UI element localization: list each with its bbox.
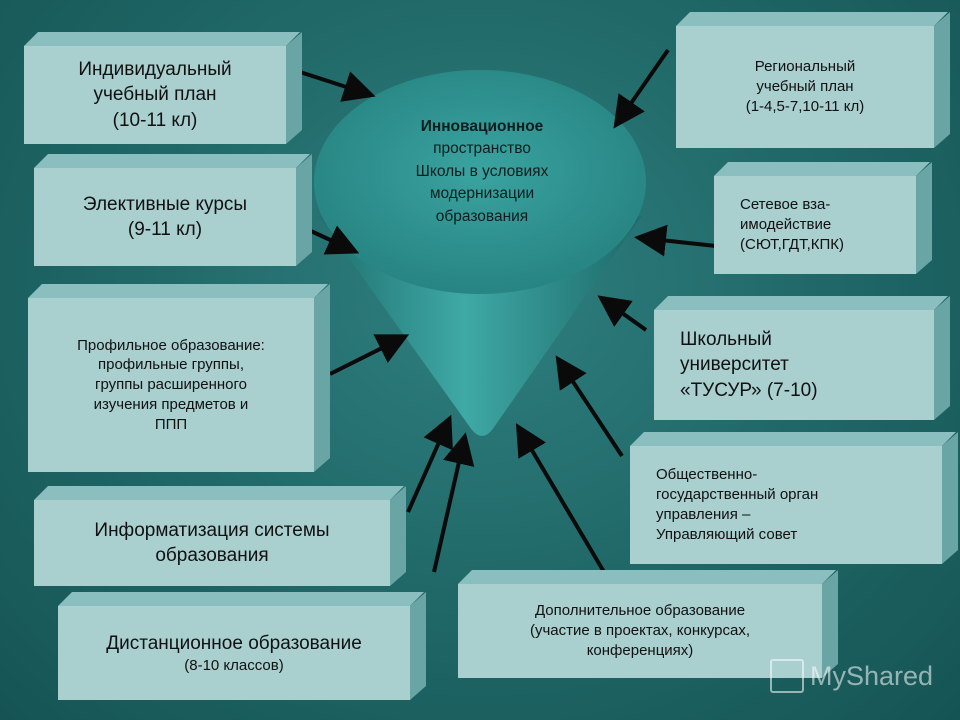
box-informatization-line-2: образования	[155, 545, 269, 566]
box-university-side-edge	[934, 296, 950, 420]
box-profile: Профильное образование: профильные группы…	[28, 298, 314, 472]
box-individual-line-2: учебный план	[93, 84, 217, 106]
watermark-text: MyShared	[810, 660, 934, 691]
box-council-line-1: Общественно-	[656, 466, 758, 484]
arrow-council	[555, 355, 624, 458]
box-elective-top-edge	[34, 154, 310, 168]
arrow-distance	[432, 432, 475, 573]
box-elective-line-2: (9-11 кл)	[127, 219, 203, 240]
box-profile-line-3: группы расширенного	[94, 376, 247, 394]
box-regional-line-3: (1-4,5-7,10-11 кл)	[745, 97, 865, 115]
box-individual-side-edge	[286, 32, 302, 144]
box-council: Общественно-государственный орган управле…	[630, 446, 942, 564]
box-additional-line-1: Дополнительное образование	[534, 602, 746, 620]
box-network-line-3: (СЮТ,ГДТ,КПК)	[740, 235, 845, 253]
watermark: MyShared	[770, 656, 950, 696]
cone-top	[314, 70, 646, 294]
center-line-3: модернизации	[429, 185, 535, 203]
center-title: Инновационное	[420, 118, 544, 135]
arrow-university	[597, 295, 648, 332]
box-network-top-edge	[714, 162, 930, 176]
box-additional-top-edge	[458, 570, 836, 584]
box-profile-line-5: ППП	[154, 415, 188, 433]
box-council-top-edge	[630, 432, 956, 446]
box-council-line-2: государственный орган	[656, 486, 819, 504]
box-informatization-line-1: Информатизация системы	[94, 519, 330, 541]
box-network-line-2: имодействие	[740, 216, 832, 234]
slide-icon	[770, 659, 804, 693]
arrow-regional	[613, 48, 670, 129]
box-university-line-2: университет	[680, 354, 789, 376]
box-distance-line-2: (8-10 классов)	[184, 656, 284, 674]
box-profile-side-edge	[314, 284, 330, 472]
arrow-network	[634, 224, 717, 257]
box-distance-line-1: Дистанционное образование	[106, 632, 362, 654]
box-regional-line-2: учебный план	[756, 78, 854, 96]
box-profile-line-2: профильные группы,	[97, 356, 244, 374]
box-regional-line-1: Региональный	[754, 58, 856, 76]
box-additional-side-edge	[822, 570, 838, 678]
center-label: Инновационное пространство Школы в услов…	[372, 116, 592, 228]
box-university: Школьный университет «ТУСУР» (7-10)	[654, 310, 934, 420]
box-regional-side-edge	[934, 12, 950, 148]
arrow-individual	[299, 70, 376, 102]
box-elective-line-1: Элективные курсы	[82, 193, 248, 215]
box-distance-side-edge	[410, 592, 426, 700]
box-distance: Дистанционное образование (8-10 классов)	[58, 606, 410, 700]
box-council-side-edge	[942, 432, 958, 564]
box-regional: Региональный учебный план(1-4,5-7,10-11 к…	[676, 26, 934, 148]
center-line-1: пространство	[433, 140, 531, 158]
box-profile-top-edge	[28, 284, 328, 298]
box-informatization-side-edge	[390, 486, 406, 586]
box-elective-side-edge	[296, 154, 312, 266]
box-network-side-edge	[916, 162, 932, 274]
arrow-profile	[329, 334, 410, 376]
box-profile-line-1: Профильное образование:	[77, 336, 265, 354]
box-university-line-3: «ТУСУР» (7-10)	[680, 379, 818, 401]
box-additional-line-3: конференциях)	[586, 641, 694, 659]
box-network-line-1: Сетевое вза-	[740, 196, 831, 214]
box-individual: Индивидуальный учебный план (10-11 кл)	[24, 46, 286, 144]
center-line-2: Школы в условиях	[415, 162, 549, 180]
box-additional-line-2: (участие в проектах, конкурсах,	[529, 622, 751, 640]
arrows-group	[299, 48, 717, 574]
box-informatization: Информатизация системы образования	[34, 500, 390, 586]
box-council-line-3: управления –	[656, 506, 751, 523]
box-individual-line-3: (10-11 кл)	[112, 109, 198, 131]
box-network: Сетевое вза-имодействие(СЮТ,ГДТ,КПК)	[714, 176, 916, 274]
box-regional-top-edge	[676, 12, 948, 26]
box-distance-top-edge	[58, 592, 424, 606]
box-informatization-top-edge	[34, 486, 404, 500]
box-university-line-1: Школьный	[680, 329, 772, 351]
center-line-4: образования	[435, 207, 529, 225]
box-elective: Элективные курсы (9-11 кл)	[34, 168, 296, 266]
arrow-additional	[515, 423, 606, 574]
box-university-top-edge	[654, 296, 948, 310]
box-council-line-4: Управляющий совет	[656, 525, 798, 543]
box-profile-line-4: изучения предметов и	[93, 395, 249, 413]
arrow-informatization	[406, 414, 453, 513]
box-individual-top-edge	[24, 32, 300, 46]
box-additional: Дополнительное образование (участие в про…	[458, 584, 822, 678]
box-individual-line-1: Индивидуальный	[78, 59, 232, 81]
